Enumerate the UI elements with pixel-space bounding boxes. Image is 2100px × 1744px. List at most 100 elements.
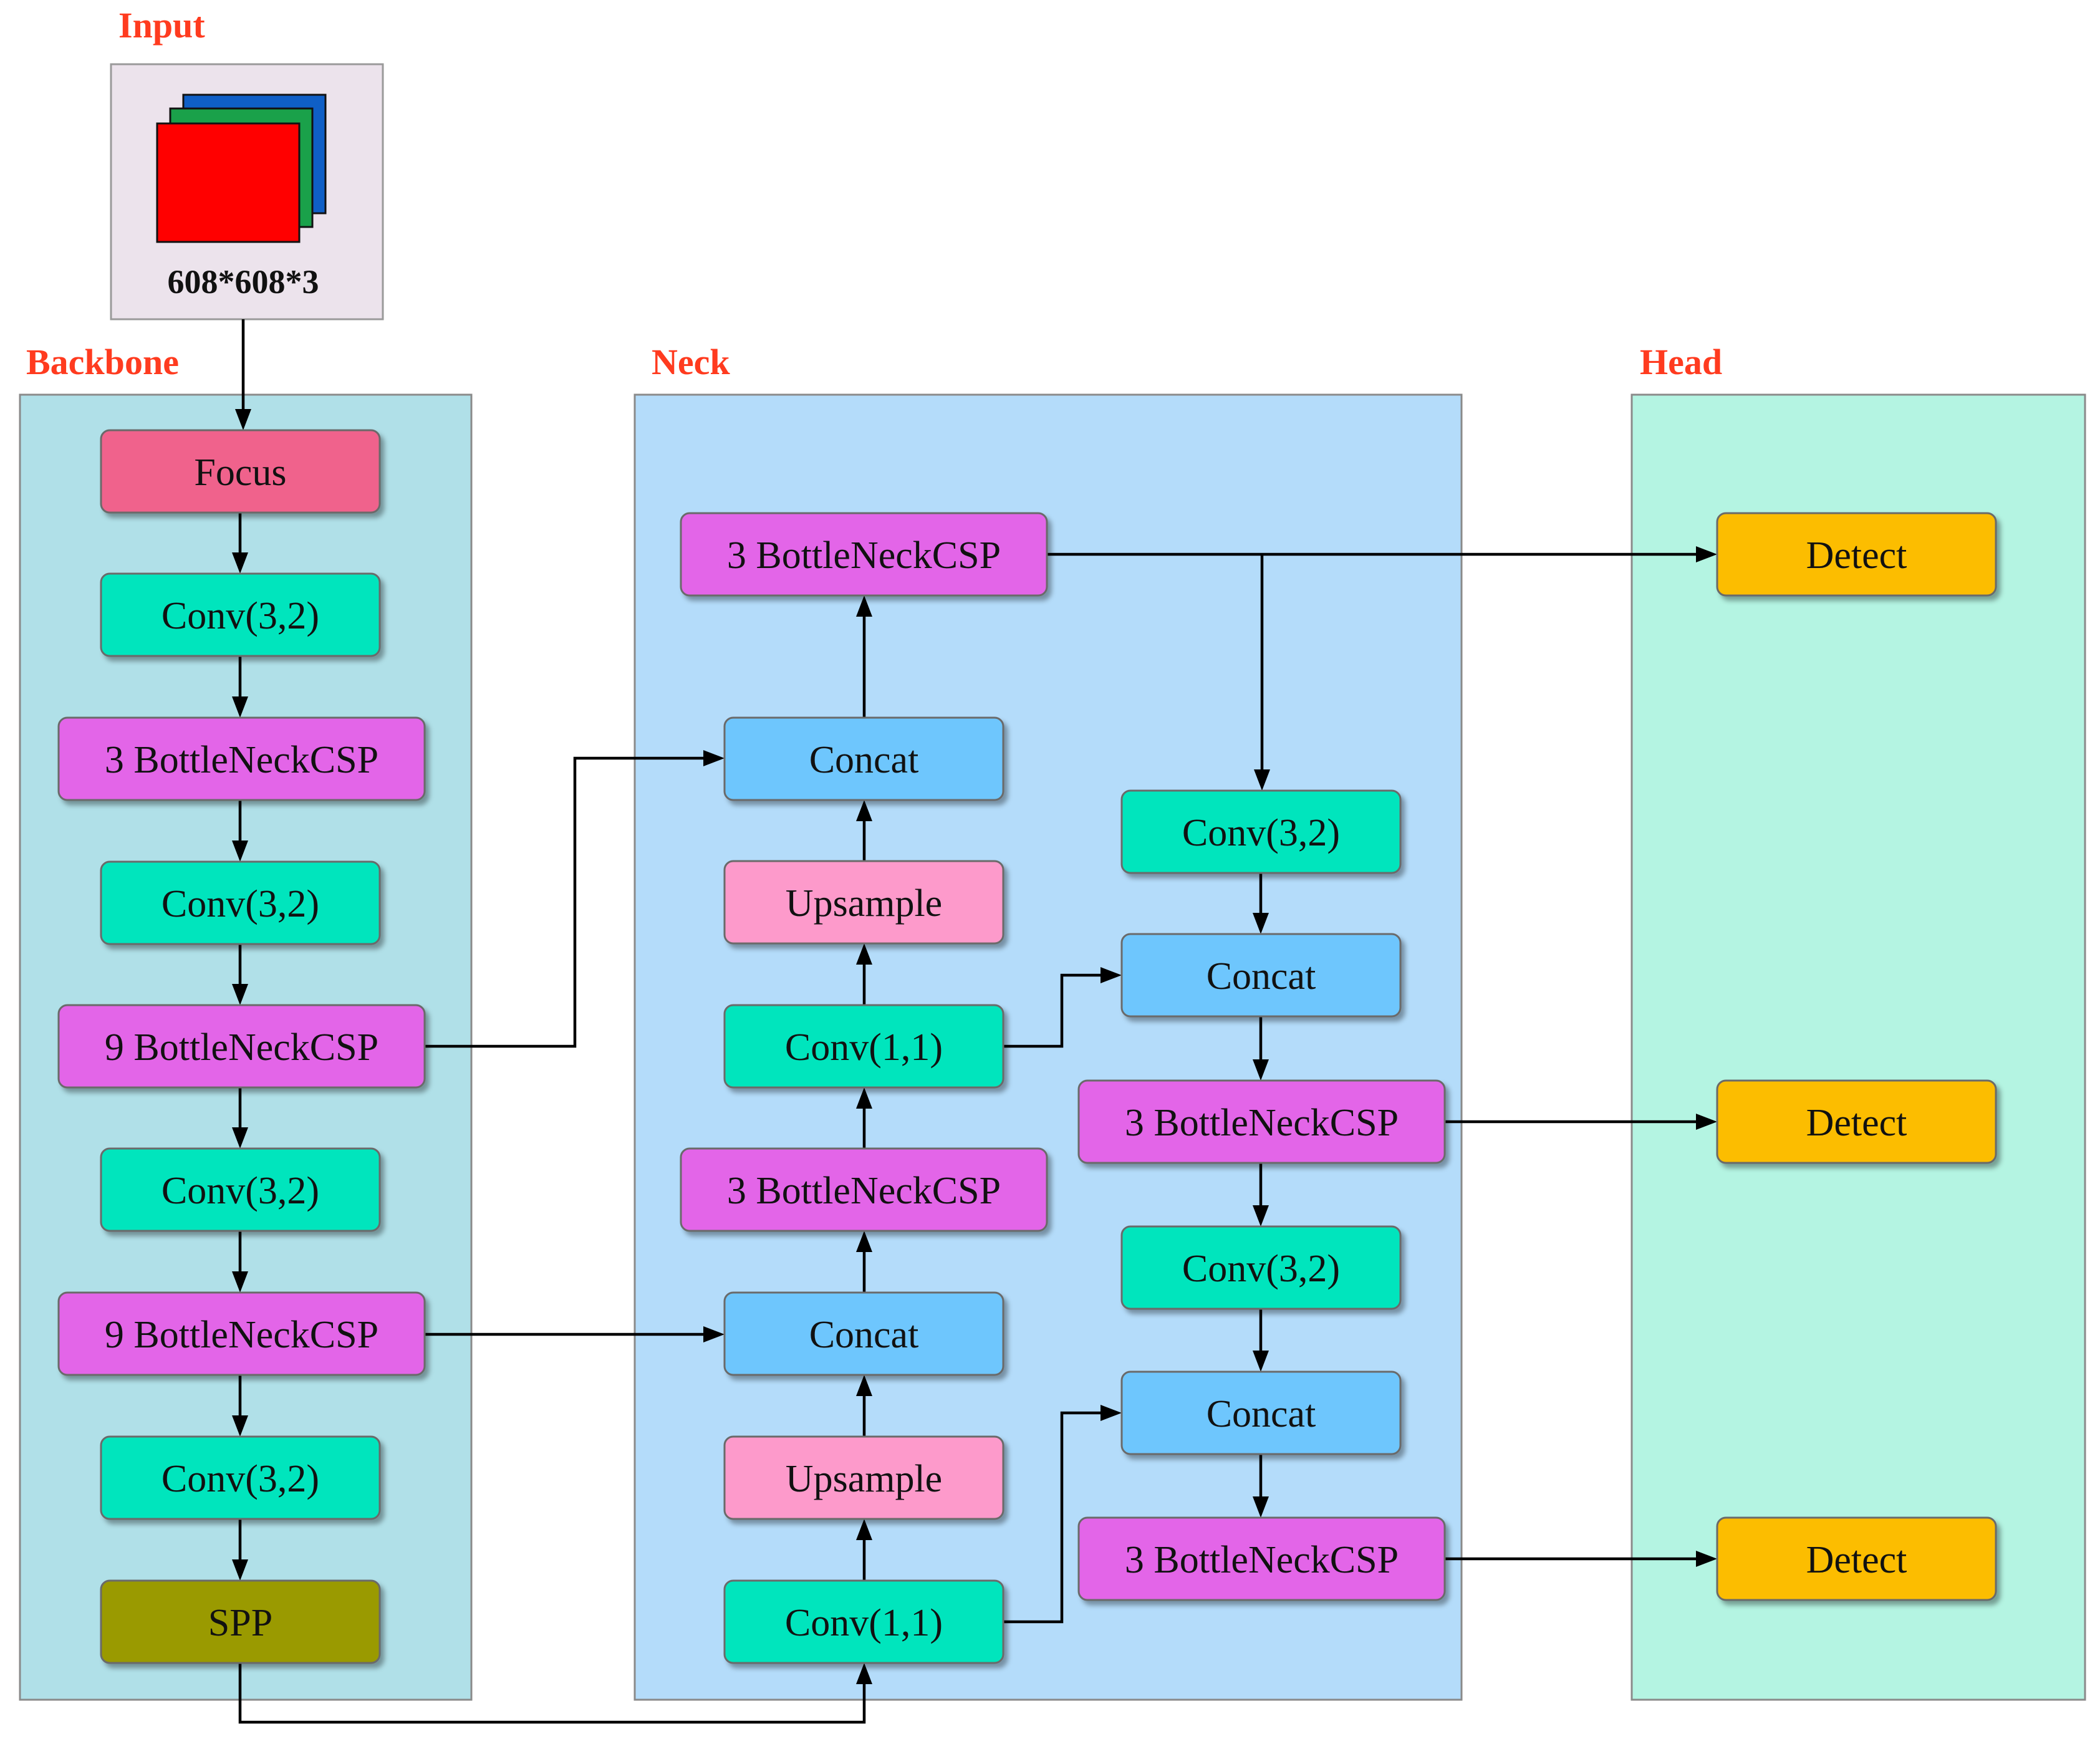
node-n-up2: Upsample <box>723 1435 1004 1520</box>
arrowhead <box>856 943 872 965</box>
node-n-csp-top: 3 BottleNeckCSP <box>680 512 1048 597</box>
bottleneck-label: 3 BottleNeckCSP <box>105 739 378 781</box>
arrowhead <box>856 595 872 617</box>
concat-label: Concat <box>1207 1393 1316 1435</box>
edge-csp2-to-n-concat1 <box>425 750 725 1048</box>
arrowhead <box>856 1663 872 1684</box>
node-csp3: 9 BottleNeckCSP <box>57 1291 426 1376</box>
head-section-title: Head <box>1640 342 1722 382</box>
edge-n-conv11b-to-n-up2 <box>856 1519 872 1581</box>
arrowhead <box>232 1271 248 1293</box>
conv-box <box>1120 789 1402 874</box>
edge-conv4-to-spp <box>232 1519 248 1581</box>
arrowhead <box>1253 1059 1269 1081</box>
edge-n-csp-top-to-r-conv1 <box>1254 554 1270 791</box>
arrowhead <box>703 750 725 766</box>
conv-label: Conv(3,2) <box>1182 1248 1340 1290</box>
node-n-concat1: Concat <box>723 716 1004 801</box>
bottleneck-box <box>1077 1079 1446 1164</box>
edge-n-conv11a-to-r-concat1 <box>1003 967 1122 1048</box>
conv-box <box>723 1579 1004 1664</box>
node-n-csp-mid: 3 BottleNeckCSP <box>680 1147 1048 1232</box>
node-detect1: Detect <box>1716 512 1997 597</box>
edge-n-up2-to-n-concat2 <box>856 1375 872 1437</box>
conv-label: Conv(3,2) <box>161 1170 319 1212</box>
conv-box <box>100 860 381 945</box>
bottleneck-label: 3 BottleNeckCSP <box>727 1170 1001 1212</box>
node-csp1: 3 BottleNeckCSP <box>57 716 426 801</box>
concat-label: Concat <box>809 1314 919 1356</box>
arrowhead <box>1696 546 1717 562</box>
arrowhead <box>1253 1351 1269 1372</box>
conv-box <box>100 1147 381 1232</box>
detect-box <box>1716 512 1997 597</box>
conv-label: Conv(3,2) <box>161 1458 319 1500</box>
node-r-csp2: 3 BottleNeckCSP <box>1077 1516 1446 1601</box>
edge-conv3-to-csp3 <box>232 1231 248 1293</box>
bottleneck-label: 9 BottleNeckCSP <box>105 1314 378 1356</box>
upsample-label: Upsample <box>786 1458 942 1500</box>
edge-csp3-to-n-concat2 <box>425 1326 725 1342</box>
edge-line <box>1003 1411 1103 1624</box>
edge-focus-to-conv1 <box>232 513 248 574</box>
concat-box <box>723 716 1004 801</box>
bottleneck-label: 3 BottleNeckCSP <box>1125 1102 1399 1144</box>
node-r-conv2: Conv(3,2) <box>1120 1225 1402 1310</box>
edge-line <box>1003 973 1103 1048</box>
bottleneck-box <box>57 1004 426 1089</box>
arrowhead <box>1253 1496 1269 1518</box>
node-r-concat1: Concat <box>1120 933 1402 1018</box>
conv-label: Conv(1,1) <box>785 1602 943 1644</box>
arrowhead <box>232 696 248 718</box>
edge-n-up1-to-n-concat1 <box>856 800 872 861</box>
arrowhead <box>703 1326 725 1342</box>
node-conv1: Conv(3,2) <box>100 572 381 657</box>
arrowhead <box>232 841 248 862</box>
arrowhead <box>1253 1205 1269 1226</box>
detect-label: Detect <box>1806 1102 1907 1144</box>
concat-box <box>1120 933 1402 1018</box>
node-conv2: Conv(3,2) <box>100 860 381 945</box>
arrowhead <box>1101 1405 1122 1421</box>
conv-label: Conv(3,2) <box>161 883 319 925</box>
arrowhead <box>856 800 872 821</box>
bottleneck-label: 3 BottleNeckCSP <box>1125 1539 1399 1581</box>
arrowhead <box>232 1127 248 1149</box>
bottleneck-box <box>1077 1516 1446 1601</box>
input-channel-red <box>156 122 301 243</box>
node-spp: SPP <box>100 1579 381 1664</box>
edge-r-conv1-to-r-concat1 <box>1253 873 1269 934</box>
edge-r-conv2-to-r-concat2 <box>1253 1309 1269 1372</box>
concat-box <box>1120 1371 1402 1455</box>
edge-line <box>425 756 706 1048</box>
arrowhead <box>1696 1551 1717 1567</box>
bottleneck-box <box>57 1291 426 1376</box>
edge-n-conv11b-to-r-concat2 <box>1003 1405 1122 1624</box>
focus-box <box>100 429 381 514</box>
bottleneck-box <box>680 1147 1048 1232</box>
node-n-up1: Upsample <box>723 860 1004 945</box>
conv-box <box>1120 1225 1402 1310</box>
neck-section-title: Neck <box>652 342 730 382</box>
bottleneck-box <box>57 716 426 801</box>
arrowhead <box>1101 967 1122 983</box>
detect-box <box>1716 1079 1997 1164</box>
arrowhead <box>1254 769 1270 791</box>
edge-r-csp1-to-detect2 <box>1445 1114 1717 1130</box>
conv-label: Conv(3,2) <box>1182 812 1340 854</box>
node-detect3: Detect <box>1716 1516 1997 1601</box>
arrowhead <box>856 1375 872 1396</box>
upsample-label: Upsample <box>786 882 942 925</box>
edge-r-csp2-to-detect3 <box>1445 1551 1717 1567</box>
conv-box <box>723 1004 1004 1089</box>
node-focus: Focus <box>100 429 381 514</box>
edge-r-concat2-to-r-csp2 <box>1253 1454 1269 1518</box>
node-n-concat2: Concat <box>723 1291 1004 1376</box>
edge-csp3-to-conv4 <box>232 1375 248 1437</box>
arrowhead <box>235 409 251 430</box>
arrowhead <box>856 1519 872 1540</box>
input-size-label: 608*608*3 <box>168 263 319 301</box>
detect-box <box>1716 1516 1997 1601</box>
node-r-csp1: 3 BottleNeckCSP <box>1077 1079 1446 1164</box>
conv-label: Conv(1,1) <box>785 1026 943 1069</box>
